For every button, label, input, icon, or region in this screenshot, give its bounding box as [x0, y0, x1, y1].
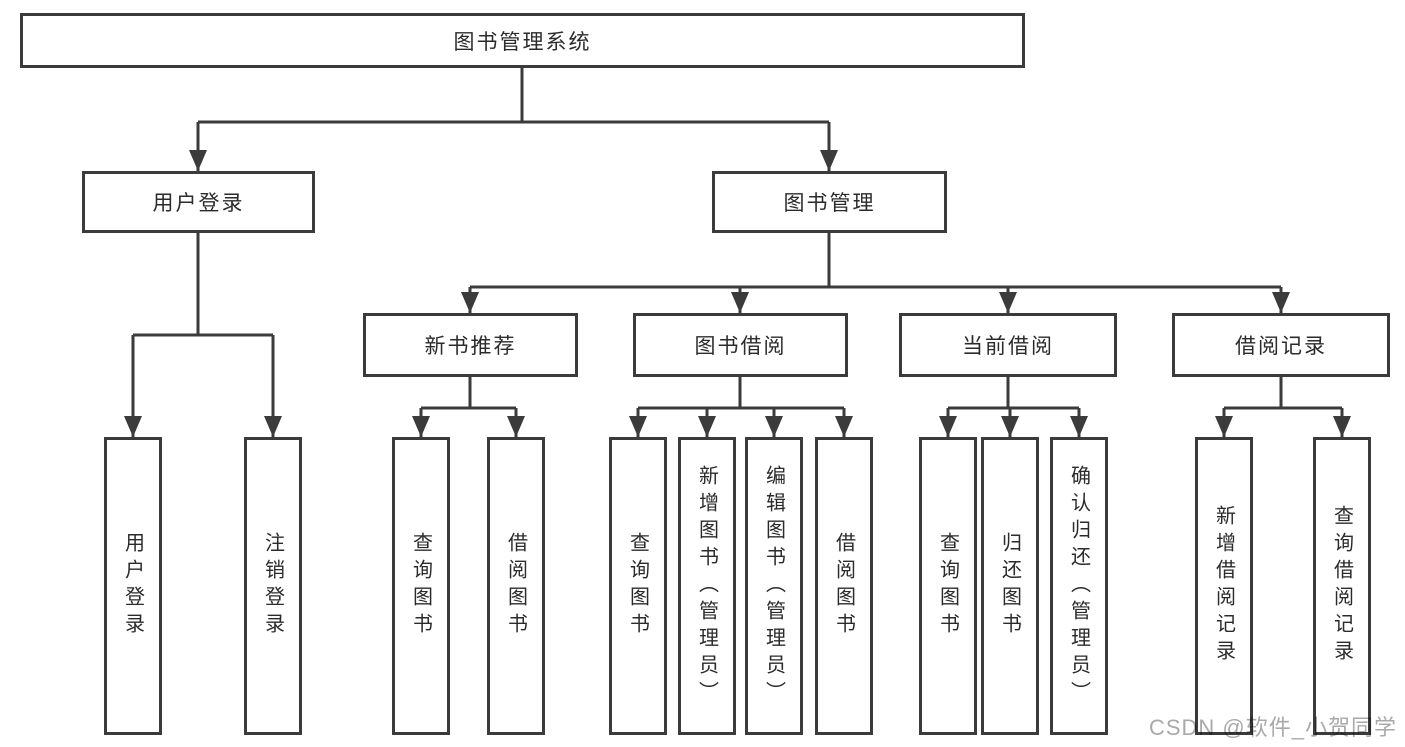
node-user-login: 用户登录 — [82, 171, 315, 233]
node-library-system-title: 图书管理系统 — [20, 13, 1025, 68]
connector-edges — [131, 68, 1344, 437]
leaf-edit-book-admin: 编辑图书（管理员） — [745, 437, 803, 735]
leaf-borrow-books-borrowing: 借阅图书 — [815, 437, 873, 735]
node-borrowing-records: 借阅记录 — [1172, 313, 1390, 377]
arrowheads — [124, 150, 1351, 437]
leaf-confirm-return-admin: 确认归还（管理员） — [1050, 437, 1108, 735]
leaf-query-books-borrowing: 查询图书 — [609, 437, 667, 735]
leaf-add-borrow-record: 新增借阅记录 — [1195, 437, 1253, 735]
leaf-query-books-current: 查询图书 — [919, 437, 977, 735]
leaf-logout: 注销登录 — [244, 437, 302, 735]
leaf-query-books-recommend: 查询图书 — [392, 437, 450, 735]
leaf-borrow-books-recommend: 借阅图书 — [487, 437, 545, 735]
node-current-borrowing: 当前借阅 — [899, 313, 1117, 377]
leaf-add-book-admin: 新增图书（管理员） — [678, 437, 736, 735]
node-new-book-recommendation: 新书推荐 — [363, 313, 578, 377]
node-book-management: 图书管理 — [712, 171, 947, 233]
leaf-user-login: 用户登录 — [104, 437, 162, 735]
csdn-watermark: CSDN @软件_小贺同学 — [1148, 715, 1397, 740]
node-book-borrowing: 图书借阅 — [633, 313, 848, 377]
leaf-query-borrow-record: 查询借阅记录 — [1313, 437, 1371, 735]
leaf-return-books: 归还图书 — [981, 437, 1039, 735]
